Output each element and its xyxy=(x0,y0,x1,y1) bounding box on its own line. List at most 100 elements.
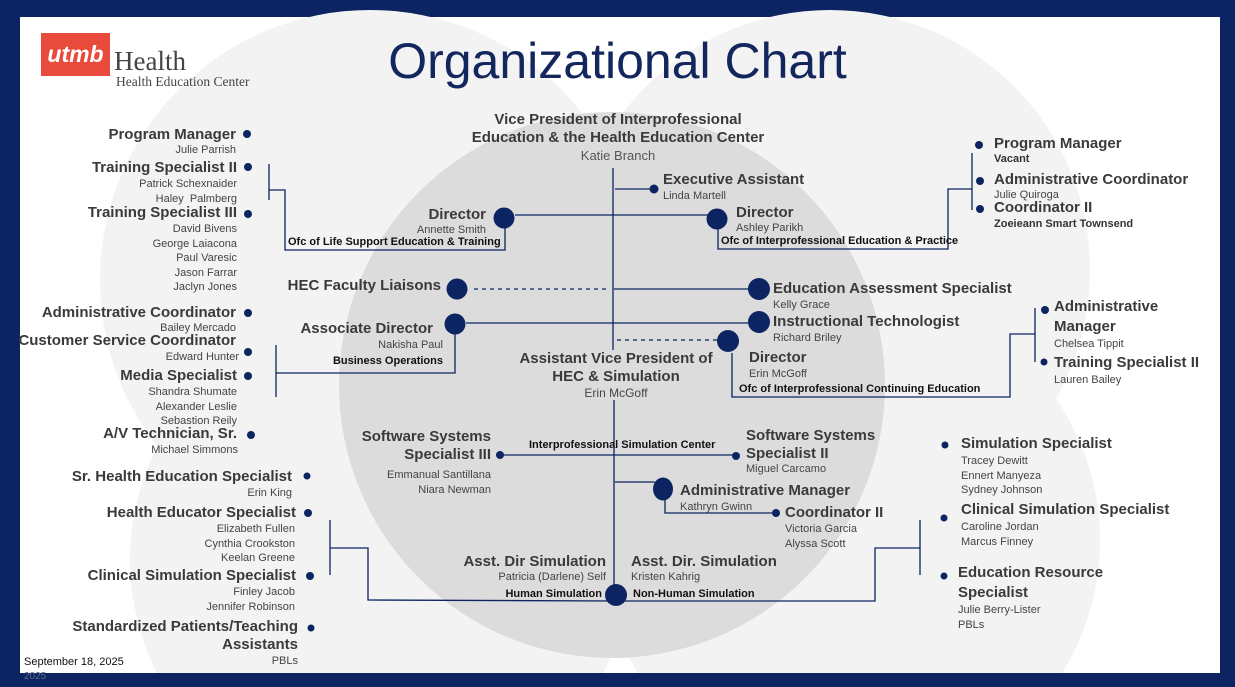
person-name: Julie Berry-Lister xyxy=(958,604,1041,616)
person-name: Michael Simmons xyxy=(151,444,238,456)
dir-ipep-node xyxy=(706,208,728,230)
faculty-liaisons-title: HEC Faculty Liaisons xyxy=(287,277,441,294)
left-sr-health-ed-names: Erin King xyxy=(247,486,292,501)
right-clinical-sim-title: Clinical Simulation Specialist xyxy=(961,501,1170,518)
title-line: Manager xyxy=(1054,318,1116,335)
utmb-logo: utmb xyxy=(41,33,110,76)
coord2-dot xyxy=(772,509,780,517)
person-name: Shandra Shumate xyxy=(148,386,237,398)
dir-ipep-name: Ashley Parikh xyxy=(736,222,804,234)
left-sr-health-ed-title: Sr. Health Education Specialist xyxy=(71,468,292,485)
sss3-title: Software Systems Specialist III xyxy=(362,428,491,464)
dir-ipce-title: Director xyxy=(749,349,807,366)
person-name: Erin King xyxy=(247,487,292,499)
right-admin-manager-names: Chelsea Tippit xyxy=(1054,337,1124,352)
left-standardized-patients-title: Standardized Patients/Teaching Assistant… xyxy=(72,618,298,654)
left-customer-service-title: Customer Service Coordinator xyxy=(18,332,236,349)
main-trunk-line xyxy=(612,168,615,600)
avp-title: Assistant Vice President of HEC & Simula… xyxy=(466,350,766,401)
admin-mgr-connector xyxy=(615,481,776,514)
edu-assess-title: Education Assessment Specialist xyxy=(773,280,1012,297)
left-health-educator-title: Health Educator Specialist xyxy=(106,504,296,521)
dir-lset-office: Ofc of Life Support Education & Training xyxy=(288,236,501,248)
avp-name: Erin McGoff xyxy=(584,386,648,400)
person-name: Finley Jacob xyxy=(233,586,295,598)
edu-assess-node xyxy=(748,278,770,300)
person-name: Cynthia Crookston xyxy=(204,537,296,550)
simulation-node xyxy=(605,584,627,606)
assoc-dir-node xyxy=(444,313,466,335)
coord2-title: Coordinator II xyxy=(785,504,884,521)
person-name: Emmanual Santillana xyxy=(387,469,491,481)
sss3-title-line: Software Systems xyxy=(361,428,491,445)
person-name: Haley Palmberg xyxy=(155,192,237,205)
page-title: Organizational Chart xyxy=(388,33,847,89)
right-training-specialist-2-title: Training Specialist II xyxy=(1054,354,1200,371)
assoc-dir-title: Associate Director xyxy=(300,320,433,337)
instr-tech-title: Instructional Technologist xyxy=(773,313,960,330)
instr-tech-node xyxy=(748,311,770,333)
right-admin-coordinator-names: Julie Quiroga xyxy=(994,188,1059,203)
left-customer-service-names: Edward Hunter xyxy=(166,350,239,365)
admin-mgr-node xyxy=(653,477,673,501)
person-name: Marcus Finney xyxy=(961,535,1034,548)
person-name: PBLs xyxy=(958,618,985,631)
dir-lset-node xyxy=(493,207,515,229)
person-name: Keelan Greene xyxy=(221,552,295,564)
dir-ipce-name: Erin McGoff xyxy=(749,368,807,380)
person-name: Lauren Bailey xyxy=(1054,374,1122,386)
right-coordinator-2-title: Coordinator II xyxy=(994,199,1093,216)
person-name: Tracey Dewitt xyxy=(961,455,1028,467)
right-program-manager-names: Vacant xyxy=(994,152,1029,167)
right-program-manager-title: Program Manager xyxy=(994,135,1122,152)
person-name: Edward Hunter xyxy=(165,351,239,363)
logo-health-text: Health xyxy=(114,46,186,76)
lset-bracket xyxy=(268,164,506,251)
person-name: Vacant xyxy=(994,153,1030,165)
sss3-dot xyxy=(496,451,504,459)
person-name: Elizabeth Fullen xyxy=(216,523,295,535)
person-name: Miguel Carcamo xyxy=(746,463,827,475)
business-ops-bracket xyxy=(275,333,456,397)
person-name: Sydney Johnson xyxy=(961,484,1043,496)
admin-mgr-name: Kathryn Gwinn xyxy=(680,501,753,513)
dir-ipce-node xyxy=(717,330,739,352)
right-bullets xyxy=(940,141,1049,580)
left-standardized-patients-names: PBLs xyxy=(272,654,298,669)
left-admin-coordinator-names: Bailey Mercado xyxy=(160,321,236,336)
title-line: Assistants xyxy=(222,636,298,653)
asst-dir-human-title: Asst. Dir Simulation xyxy=(463,553,606,570)
person-name: PBLs xyxy=(271,655,298,667)
assoc-dir-name: Nakisha Paul xyxy=(378,339,443,351)
person-name: Julie Parrish xyxy=(175,144,236,156)
person-name: Alyssa Scott xyxy=(785,537,846,550)
person-name: Jennifer Robinson xyxy=(206,600,295,613)
sss3-title-line: Specialist III xyxy=(404,446,491,463)
right-training-specialist-2-names: Lauren Bailey xyxy=(1054,373,1121,388)
dir-lset-name: Annette Smith xyxy=(416,224,486,236)
asst-dir-human-name: Patricia (Darlene) Self xyxy=(498,571,606,583)
date-label: September 18, 2025 xyxy=(24,656,124,668)
faculty-node xyxy=(446,278,468,300)
person-name: Bailey Mercado xyxy=(160,322,236,334)
human-simulation-label: Human Simulation xyxy=(505,588,602,600)
left-bullets xyxy=(243,130,315,632)
left-media-specialist-title: Media Specialist xyxy=(120,367,237,384)
person-name: Zoeieann Smart Townsend xyxy=(994,218,1134,230)
left-admin-coordinator-title: Administrative Coordinator xyxy=(41,304,236,321)
assoc-dir-office: Business Operations xyxy=(332,355,443,367)
person-name: Chelsea Tippit xyxy=(1054,338,1124,350)
exec-assistant-name: Linda Martell xyxy=(663,190,726,202)
sss2-title: Software Systems Specialist II xyxy=(746,427,875,463)
dir-lset-title: Director xyxy=(428,206,486,223)
person-name: Paul Varesic xyxy=(176,252,237,264)
vp-title-line: Education & the Health Education Center xyxy=(471,129,765,146)
